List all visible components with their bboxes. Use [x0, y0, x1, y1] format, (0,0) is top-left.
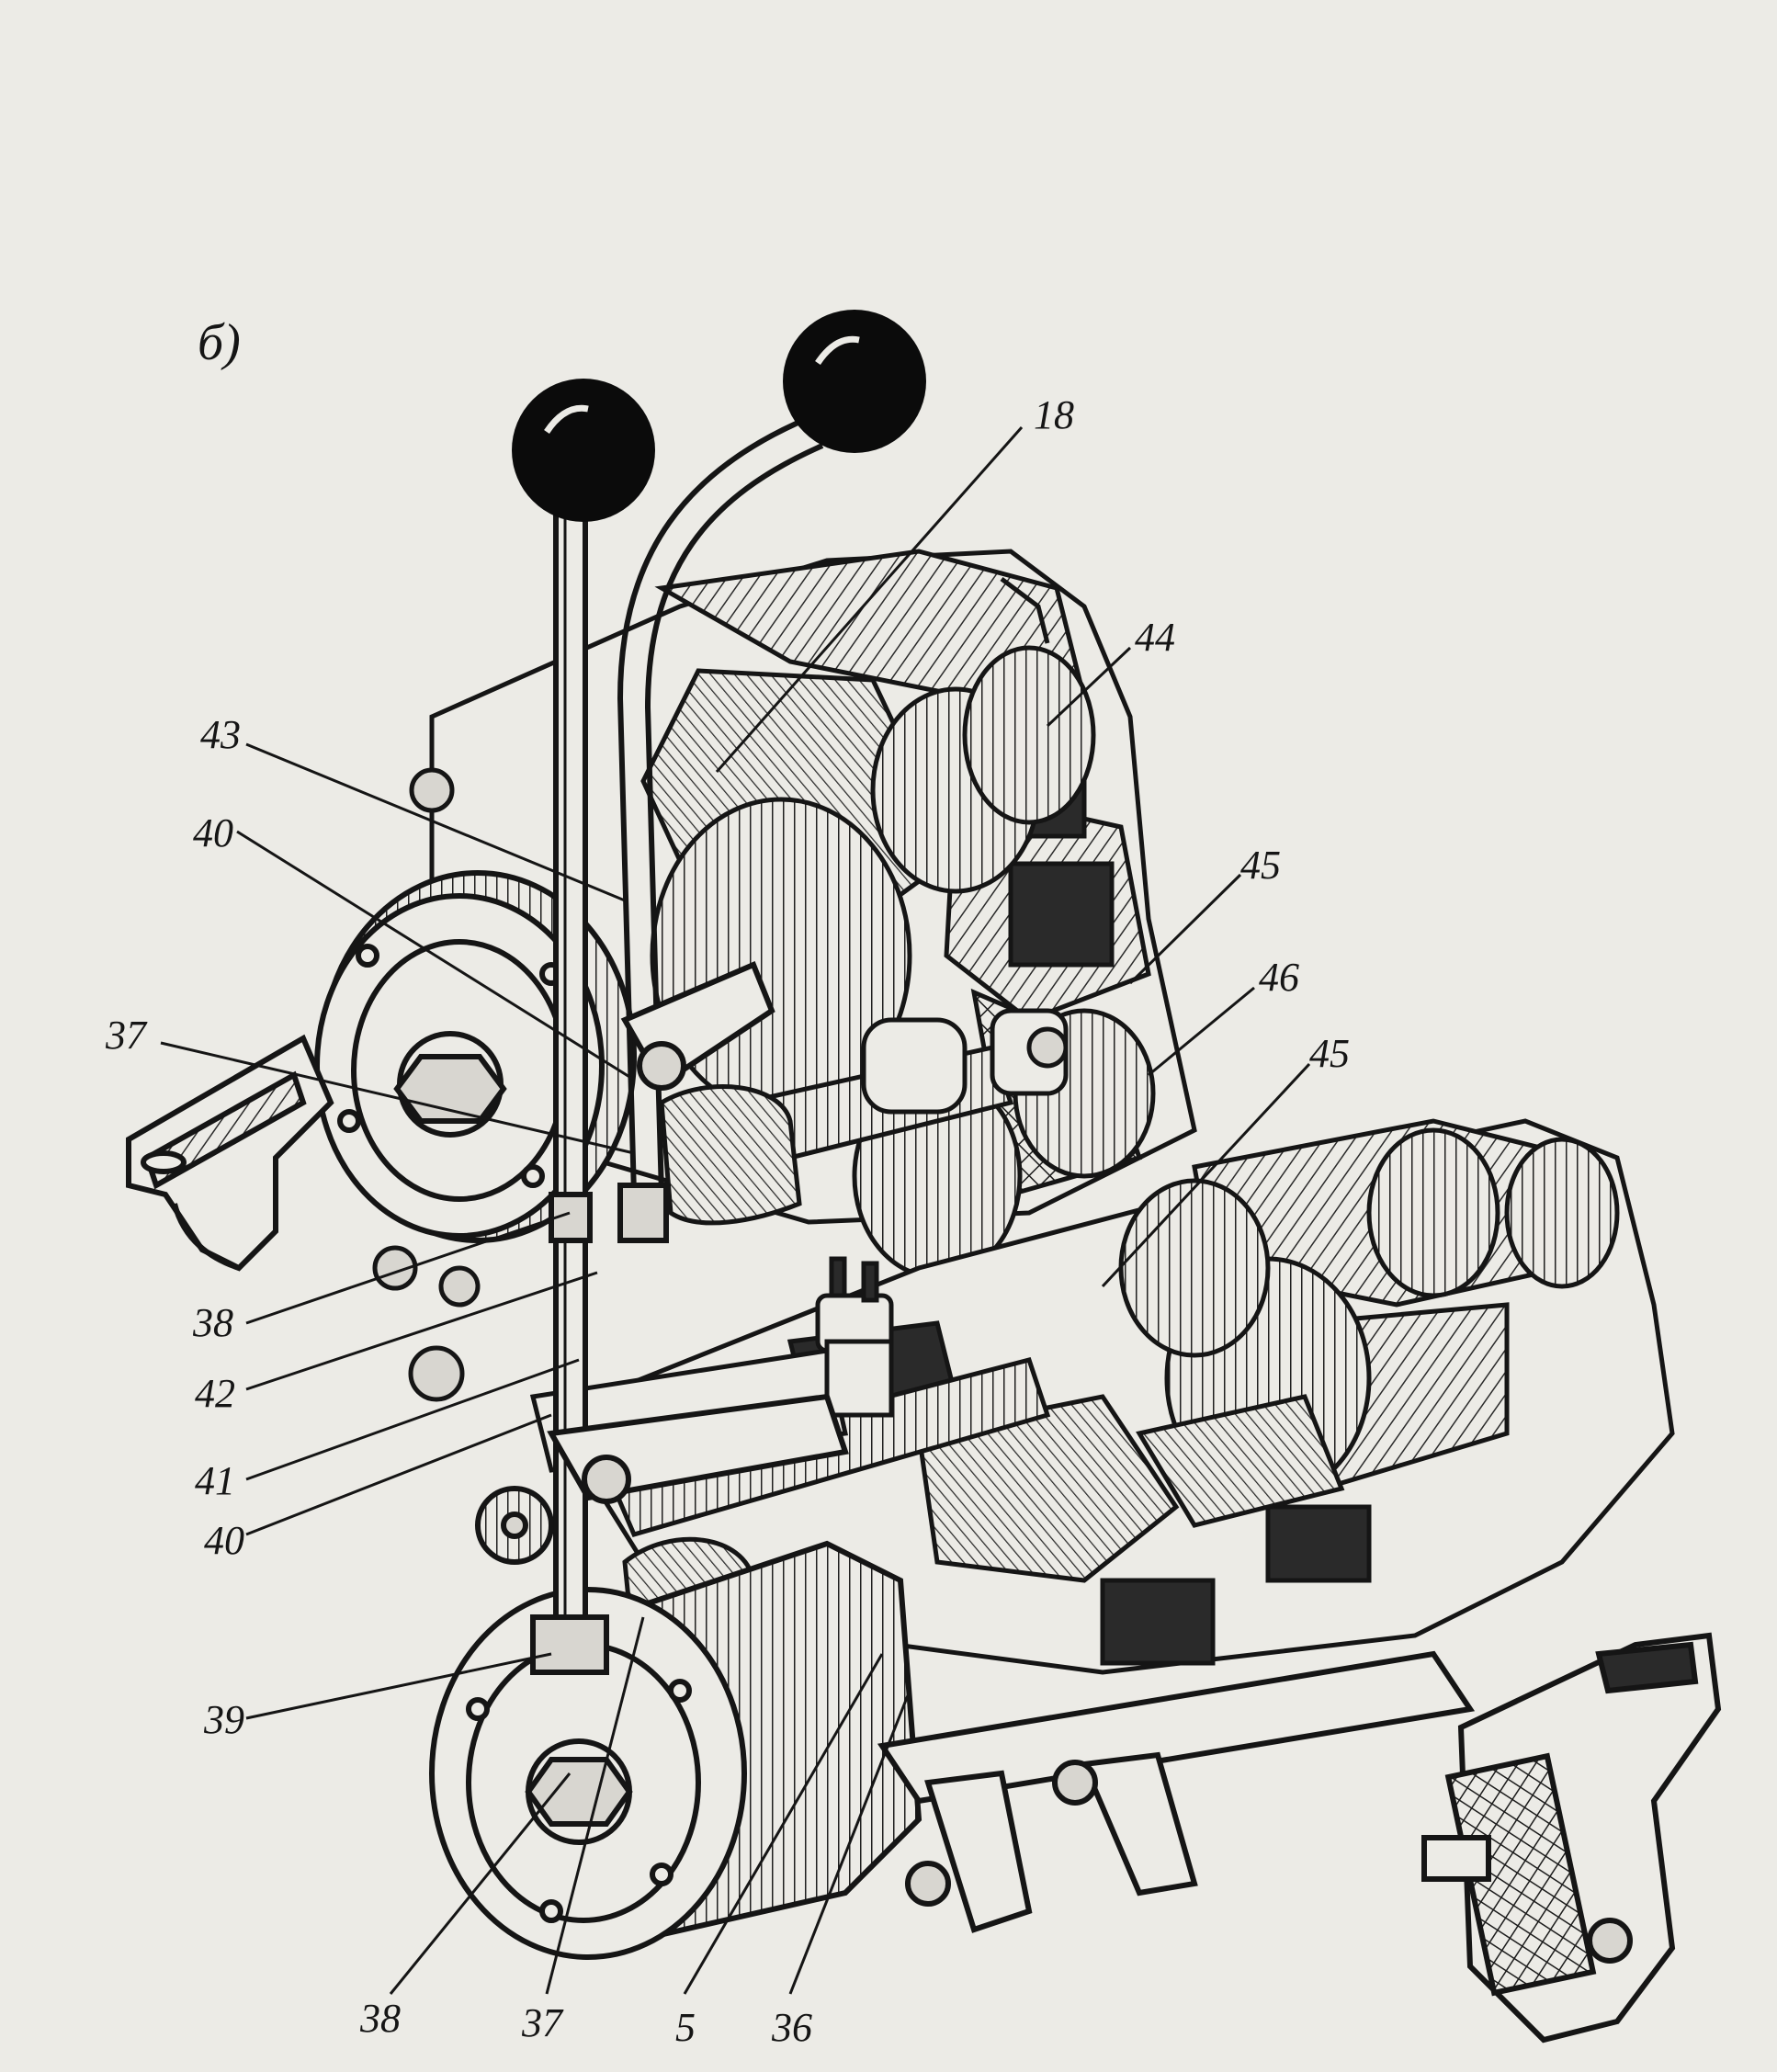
casing-bolts	[372, 767, 1069, 1402]
left-lever-knob	[512, 379, 655, 522]
callout-38-bottom: 38	[360, 1996, 401, 2041]
right-lever-knob	[783, 310, 926, 453]
figure-label: б)	[198, 314, 241, 371]
callout-40-top: 40	[193, 810, 233, 855]
callout-38-left: 38	[193, 1300, 233, 1345]
callout-37-bottom: 37	[522, 2000, 562, 2045]
callout-43: 43	[200, 712, 241, 757]
bottom-support-frame	[877, 1650, 1476, 1933]
callout-46: 46	[1259, 955, 1299, 1000]
front-output-drum	[429, 1540, 922, 1960]
callout-45-top: 45	[1240, 843, 1281, 888]
callout-37-left: 37	[106, 1013, 146, 1058]
callout-42: 42	[195, 1371, 235, 1416]
callout-18: 18	[1034, 392, 1074, 437]
callout-44: 44	[1135, 615, 1175, 660]
lower-gear-cluster	[1118, 1127, 1620, 1528]
callout-41: 41	[195, 1458, 235, 1503]
callout-36: 36	[772, 2005, 812, 2050]
right-knob-highlight	[815, 335, 860, 366]
right-rubber-mount	[1421, 1632, 1722, 2044]
sensor-switch	[815, 1256, 894, 1418]
left-mount-bracket	[126, 1034, 334, 1272]
shift-lever-right	[617, 415, 824, 1243]
shift-fork-arms	[475, 961, 849, 1565]
callout-40-bottom: 40	[204, 1518, 244, 1563]
left-knob-highlight	[544, 404, 589, 435]
callout-45-mid: 45	[1309, 1031, 1350, 1076]
upper-shift-shaft	[658, 1008, 1069, 1226]
callout-5: 5	[675, 2005, 696, 2050]
callout-leaders	[160, 426, 1311, 1995]
callout-39: 39	[204, 1697, 244, 1742]
